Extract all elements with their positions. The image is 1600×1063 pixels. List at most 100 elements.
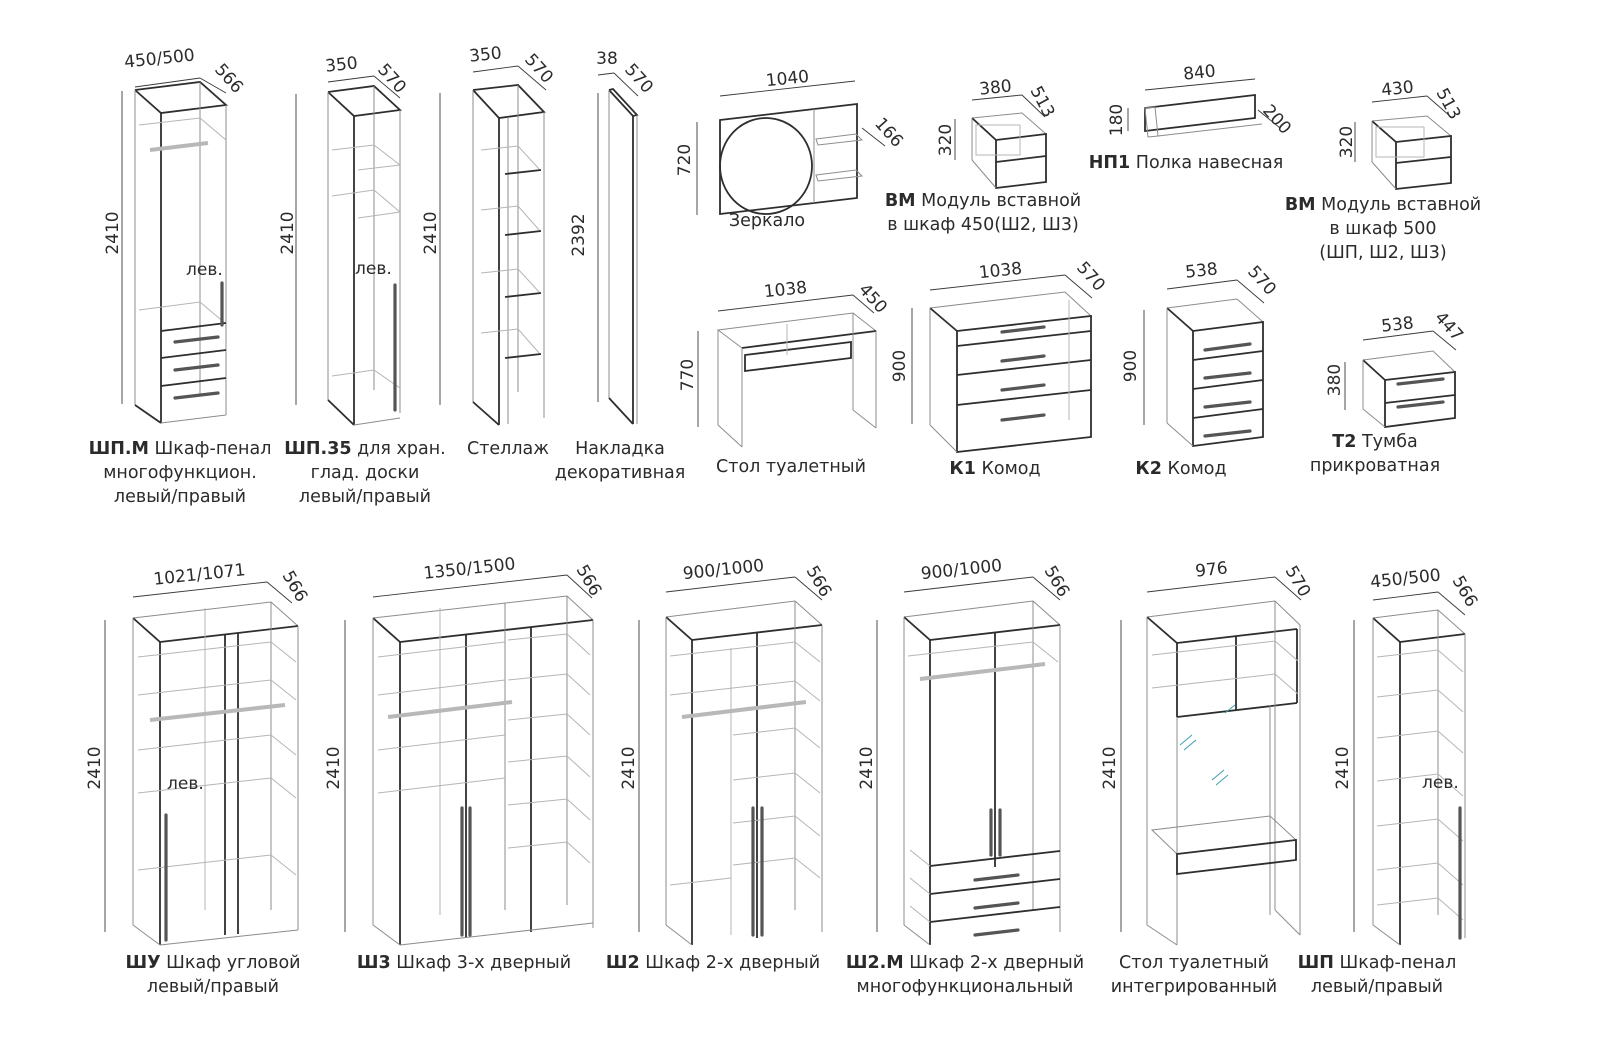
dimension-lines [344, 574, 593, 932]
height-label: 900 [1121, 350, 1141, 382]
caption-line: Накладка [575, 439, 665, 459]
dimension-lines [696, 80, 886, 215]
caption-code: НП1 [1088, 153, 1131, 173]
panel-body [608, 87, 639, 425]
caption-line: левый/правый [298, 487, 432, 507]
caption-line: Стол туалетный [1119, 953, 1269, 973]
caption-zerkalo: Зеркало [729, 209, 805, 233]
hinge-note: лев. [1422, 773, 1459, 793]
caption-sh2: Ш2 Шкаф 2-х дверный [606, 951, 820, 975]
dimension-lines [1344, 330, 1457, 410]
height-label: 770 [678, 359, 698, 391]
caption-vm-500: ВМ Модуль вставной в шкаф 500 (ШП, Ш2, Ш… [1285, 193, 1481, 265]
caption-shp-35: ШП.35 для хран. глад. доски левый/правый [284, 437, 445, 509]
caption-sh2-m: Ш2.М Шкаф 2-х дверный многофункциональны… [846, 951, 1084, 999]
caption-np1: НП1 Полка навесная [1089, 151, 1284, 175]
width-label: 380 [978, 76, 1012, 99]
height-label: 2410 [324, 746, 344, 789]
caption-line: декоративная [554, 463, 686, 483]
caption-line: многофункцион. [103, 463, 257, 483]
caption-stol-tualetny: Стол туалетный [716, 455, 866, 479]
wardrobe-body [132, 601, 299, 946]
height-label: 900 [890, 350, 910, 382]
caption-shu: ШУ Шкаф угловой левый/правый [125, 951, 300, 999]
width-label: 1038 [978, 259, 1023, 283]
shelf-body [472, 84, 546, 426]
caption-shp: ШП Шкаф-пенал левый/правый [1298, 951, 1457, 999]
caption-code: Т2 [1332, 432, 1357, 452]
height-label: 2410 [1333, 746, 1353, 789]
width-label: 350 [468, 43, 502, 66]
caption-vm-450: ВМ Модуль вставной в шкаф 450(Ш2, Ш3) [885, 189, 1081, 237]
caption-line: для хран. [357, 439, 446, 459]
nightstand-body [1362, 350, 1456, 429]
hinge-note: лев. [355, 259, 392, 279]
caption-line: левый/правый [146, 977, 280, 997]
dimension-lines [876, 576, 1061, 932]
height-label: 720 [675, 144, 695, 176]
caption-line: (ШП, Ш2, Ш3) [1319, 243, 1447, 263]
dimension-lines [954, 94, 1046, 160]
caption-line: Полка навесная [1135, 153, 1284, 173]
caption-line: Шкаф-пенал [154, 439, 272, 459]
dimension-lines [1354, 95, 1452, 162]
caption-line: Стол туалетный [716, 457, 866, 477]
caption-line: многофункциональный [856, 977, 1074, 997]
hinge-note: лев. [186, 260, 223, 280]
caption-stol-integr: Стол туалетный интегрированный [1111, 951, 1277, 999]
caption-code: Ш2.М [845, 953, 904, 973]
width-label: 430 [1380, 77, 1414, 100]
caption-code: ШП.М [88, 439, 149, 459]
width-label: 538 [1184, 259, 1218, 282]
height-label: 2410 [1100, 746, 1120, 789]
caption-line: глад. доски [310, 463, 420, 483]
height-label: 2410 [619, 746, 639, 789]
caption-line: Тумба [1361, 432, 1418, 452]
dimension-lines [638, 576, 823, 932]
caption-code: ШП [1297, 953, 1334, 973]
dimension-lines [439, 65, 547, 405]
dimension-lines [104, 581, 293, 932]
dimension-lines [911, 274, 1093, 424]
width-label: 1040 [765, 67, 810, 91]
height-label: 2410 [278, 211, 298, 254]
width-label: 976 [1194, 558, 1228, 581]
height-label: 2410 [857, 746, 877, 789]
mirror-body [719, 102, 864, 216]
caption-line: Шкаф 2-х дверный [645, 953, 821, 973]
shelf-body [1144, 93, 1263, 138]
caption-line: Шкаф 2-х дверный [909, 953, 1085, 973]
dimension-lines [1120, 576, 1302, 932]
module-body [1371, 115, 1452, 191]
height-label: 2392 [569, 213, 589, 256]
hinge-note: лев. [167, 774, 204, 794]
dimension-lines [1353, 591, 1466, 932]
height-label: 320 [1337, 126, 1357, 158]
dresser-body [1166, 298, 1264, 448]
height-label: 2410 [85, 746, 105, 789]
dimension-lines [597, 72, 639, 402]
caption-sh3: Ш3 Шкаф 3-х дверный [357, 951, 571, 975]
dimension-lines [1127, 78, 1281, 131]
module-body [971, 112, 1047, 190]
dimension-lines [121, 77, 227, 404]
width-label: 538 [1380, 313, 1414, 336]
caption-line: Стеллаж [466, 439, 550, 459]
width-label: 350 [324, 53, 358, 76]
width-label: 38 [596, 49, 618, 69]
height-label: 320 [936, 124, 956, 156]
caption-code: К1 [949, 459, 976, 479]
caption-code: Ш2 [605, 953, 640, 973]
cabinet-body [1372, 609, 1466, 946]
